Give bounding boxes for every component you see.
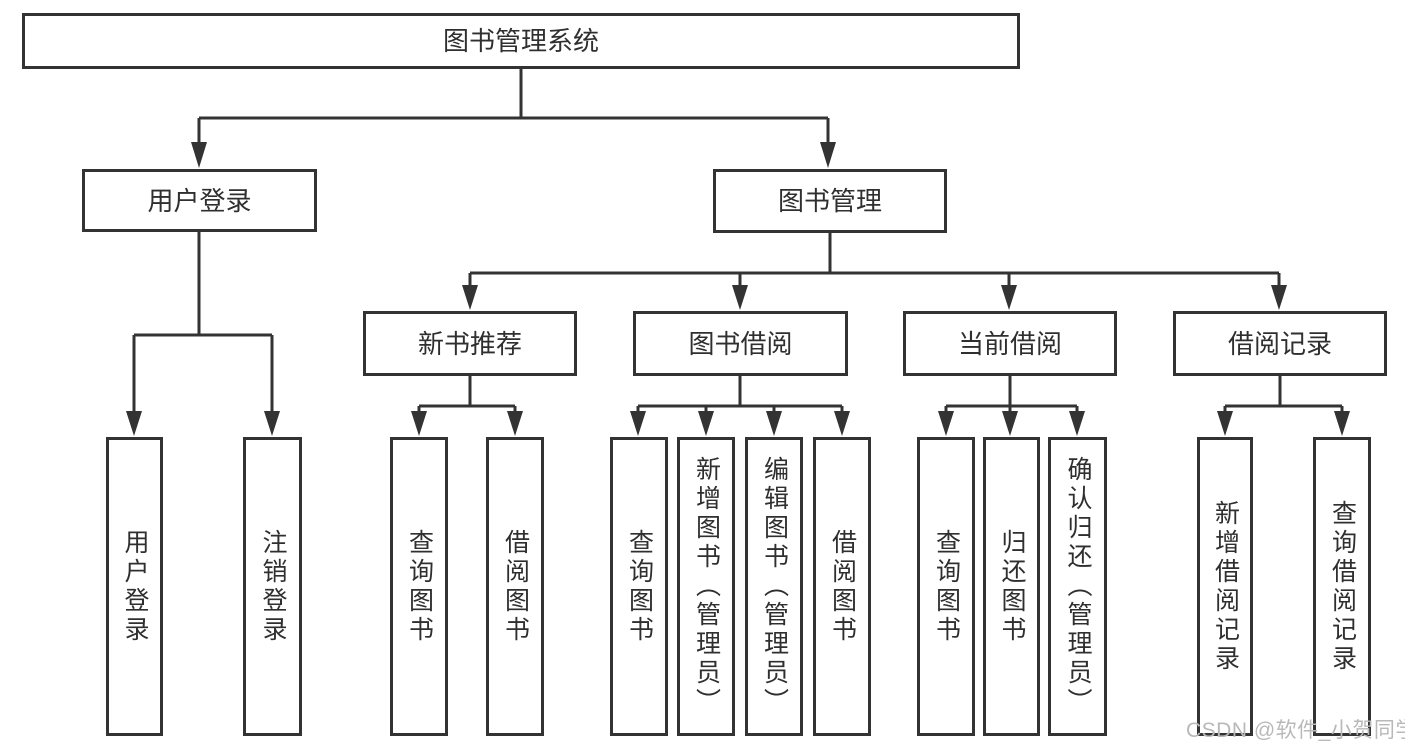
node-login-login-label: 用户登录 bbox=[121, 528, 149, 645]
node-cb-query-book: 查询图书 bbox=[917, 437, 975, 736]
node-borrow-record-label: 借阅记录 bbox=[1227, 328, 1332, 359]
node-nb-query-book: 查询图书 bbox=[390, 437, 448, 736]
node-bb-query-book: 查询图书 bbox=[610, 437, 668, 736]
node-cb-query-book-label: 查询图书 bbox=[932, 528, 961, 645]
node-new-book-recommend-label: 新书推荐 bbox=[417, 328, 522, 359]
node-login-logout: 注销登录 bbox=[243, 437, 302, 736]
node-new-book-recommend: 新书推荐 bbox=[363, 311, 577, 376]
node-bb-edit-book: 编辑图书（管理员） bbox=[745, 437, 803, 736]
node-br-add-record: 新增借阅记录 bbox=[1197, 437, 1253, 736]
node-user-login: 用户登录 bbox=[82, 169, 317, 232]
node-user-login-label: 用户登录 bbox=[147, 185, 252, 216]
node-bb-borrow-book: 借阅图书 bbox=[813, 437, 871, 736]
node-cb-return-book-label: 归还图书 bbox=[998, 528, 1026, 645]
node-login-logout-label: 注销登录 bbox=[259, 528, 287, 645]
node-br-add-record-label: 新增借阅记录 bbox=[1211, 499, 1240, 674]
node-book-borrow: 图书借阅 bbox=[633, 311, 848, 376]
arrowheads bbox=[126, 142, 1350, 436]
node-cb-return-book: 归还图书 bbox=[983, 437, 1040, 736]
node-library-system-label: 图书管理系统 bbox=[442, 26, 599, 56]
node-br-query-record: 查询借阅记录 bbox=[1313, 437, 1371, 736]
node-library-system: 图书管理系统 bbox=[22, 13, 1020, 69]
node-borrow-record: 借阅记录 bbox=[1173, 311, 1387, 376]
node-bb-borrow-book-label: 借阅图书 bbox=[828, 528, 857, 645]
node-cb-confirm-return-label: 确认归还（管理员） bbox=[1064, 456, 1092, 717]
node-book-management-label: 图书管理 bbox=[777, 186, 882, 216]
node-bb-query-book-label: 查询图书 bbox=[625, 528, 654, 645]
node-book-borrow-label: 图书借阅 bbox=[688, 328, 793, 359]
node-nb-borrow-book: 借阅图书 bbox=[486, 437, 544, 736]
node-login-login: 用户登录 bbox=[106, 437, 163, 736]
watermark: CSDN @软件_小贺同学 bbox=[1186, 719, 1405, 742]
node-current-borrow-label: 当前借阅 bbox=[957, 328, 1062, 359]
node-current-borrow: 当前借阅 bbox=[903, 311, 1117, 376]
node-br-query-record-label: 查询借阅记录 bbox=[1328, 499, 1357, 674]
node-bb-edit-book-label: 编辑图书（管理员） bbox=[760, 456, 789, 717]
node-book-management: 图书管理 bbox=[713, 169, 947, 233]
node-cb-confirm-return: 确认归还（管理员） bbox=[1048, 437, 1107, 736]
node-nb-borrow-book-label: 借阅图书 bbox=[501, 528, 530, 645]
node-bb-add-book: 新增图书（管理员） bbox=[677, 437, 735, 736]
node-bb-add-book-label: 新增图书（管理员） bbox=[692, 456, 721, 717]
node-nb-query-book-label: 查询图书 bbox=[405, 528, 434, 645]
